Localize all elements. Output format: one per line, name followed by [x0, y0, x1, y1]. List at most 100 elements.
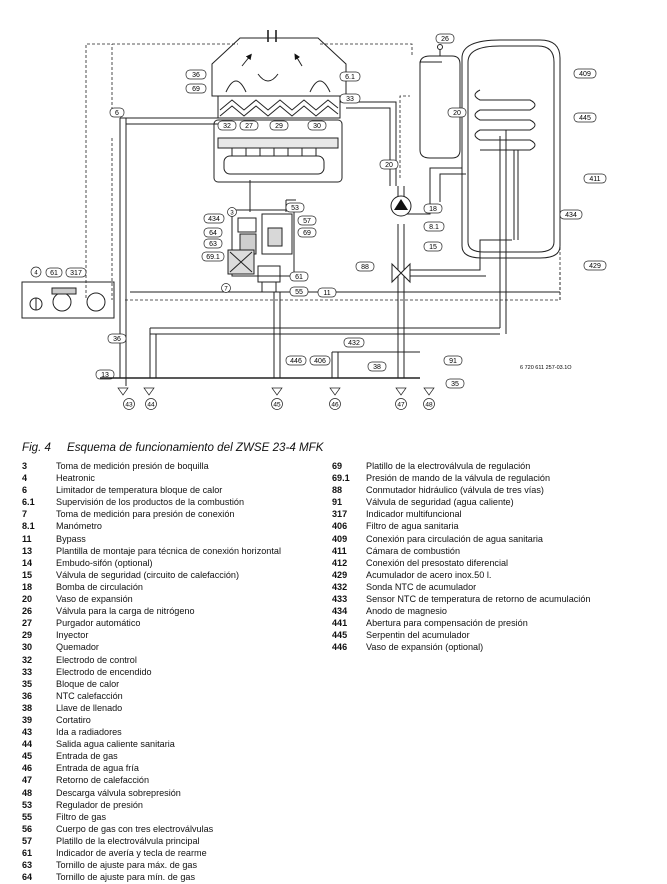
figure-code: 6 720 611 257-03.1O [520, 365, 572, 371]
svg-text:69: 69 [192, 86, 200, 93]
legend-number: 27 [22, 618, 33, 629]
label-32: 30 [307, 120, 327, 131]
svg-text:61: 61 [295, 274, 303, 281]
svg-text:429: 429 [589, 263, 601, 270]
legend-description: Purgador automático [56, 618, 141, 629]
legend-description: Serpentin del acumulador [366, 630, 470, 641]
label-91: 91 [443, 355, 463, 366]
svg-text:61: 61 [50, 270, 58, 277]
legend-number: 39 [22, 714, 33, 725]
svg-text:406: 406 [314, 358, 326, 365]
svg-text:27: 27 [245, 123, 253, 130]
label-446: 446 [285, 355, 307, 366]
svg-text:45: 45 [273, 402, 281, 409]
label-33: 32 [217, 120, 237, 131]
legend-description: Válvula para la carga de nitrógeno [56, 606, 195, 617]
label-27: 20 [379, 159, 399, 170]
label-434: 434 [559, 209, 583, 220]
legend-number: 4 [22, 473, 28, 484]
connection-47: 47 [395, 387, 407, 410]
legend-number: 18 [22, 581, 33, 592]
legend-description: Llave de llenado [56, 702, 123, 713]
svg-text:48: 48 [425, 402, 433, 409]
label-29: 27 [239, 120, 259, 131]
label-4: 4 [30, 266, 42, 278]
legend-description: Manómetro [56, 521, 102, 532]
label-56: 57 [297, 215, 317, 226]
legend-description: Conmutador hidráulico (válvula de tres v… [366, 485, 544, 496]
legend-item: 8.1 Manómetro [22, 520, 322, 532]
legend-number: 38 [22, 702, 33, 713]
legend-number: 411 [332, 545, 347, 556]
legend-description: Electrodo de control [56, 654, 137, 665]
figure-title: Esquema de funcionamiento del ZWSE 23-4 … [67, 441, 324, 454]
legend-description: Tornillo de ajuste para máx. de gas [56, 860, 198, 871]
draught-diverter-39 [211, 30, 347, 97]
legend-item: 445 Serpentin del acumulador [332, 629, 652, 641]
legend-item: 38 Llave de llenado [22, 702, 322, 714]
svg-text:20: 20 [385, 162, 393, 169]
label-69: 69 [297, 227, 317, 238]
legend-description: Bloque de calor [56, 678, 120, 689]
legend-number: 30 [22, 642, 33, 653]
label-38: 38 [367, 361, 387, 372]
legend-number: 15 [22, 569, 33, 580]
svg-text:46: 46 [331, 402, 339, 409]
svg-text:32: 32 [223, 123, 231, 130]
legend-description: Anodo de magnesio [366, 606, 447, 617]
legend-item: 35 Bloque de calor [22, 678, 322, 690]
legend-number: 35 [22, 678, 33, 689]
legend-description: Cuerpo de gas con tres electroválvulas [56, 823, 214, 834]
svg-text:29: 29 [275, 123, 283, 130]
heatronic-control-panel-4 [21, 281, 115, 319]
legend-description: Cortatiro [56, 714, 91, 725]
legend-number: 63 [22, 860, 33, 871]
label-26: 26 [435, 33, 455, 44]
legend-number: 8.1 [22, 521, 35, 532]
legend-number: 57 [22, 835, 33, 846]
label-18: 18 [423, 203, 443, 214]
legend-number: 69 [332, 461, 343, 471]
svg-text:33: 33 [346, 96, 354, 103]
legend-description: Conexión del presostato diferencial [366, 557, 509, 568]
connection-44: 44 [143, 387, 157, 410]
label-30: 29 [269, 120, 289, 131]
legend-number: 445 [332, 630, 348, 641]
legend-description: Plantilla de montaje para técnica de con… [56, 545, 281, 556]
svg-text:6: 6 [115, 110, 119, 117]
legend-number: 44 [22, 739, 33, 750]
legend-number: 406 [332, 521, 348, 532]
label-35: 33 [339, 93, 361, 104]
svg-text:69.1: 69.1 [206, 254, 220, 261]
svg-text:26: 26 [441, 36, 449, 43]
legend-description: Toma de medición presión de boquilla [56, 461, 209, 471]
legend-description: Salida agua caliente sanitaria [56, 739, 175, 750]
svg-text:409: 409 [579, 71, 591, 78]
svg-text:3: 3 [230, 211, 234, 217]
legend-description: Electrodo de encendido [56, 666, 152, 677]
svg-text:15: 15 [429, 244, 437, 251]
svg-text:7: 7 [224, 287, 228, 293]
legend-item: 27 Purgador automático [22, 617, 322, 629]
legend-description: Abertura para compensación de presión [366, 618, 528, 629]
legend-description: Conexión para circulación de agua sanita… [366, 533, 543, 544]
connection-45: 45 [271, 387, 283, 410]
svg-text:44: 44 [147, 402, 155, 409]
legend-number: 33 [22, 666, 33, 677]
svg-text:317: 317 [70, 270, 82, 277]
label-15: 15 [423, 241, 443, 252]
label-3: 3 [227, 207, 237, 217]
